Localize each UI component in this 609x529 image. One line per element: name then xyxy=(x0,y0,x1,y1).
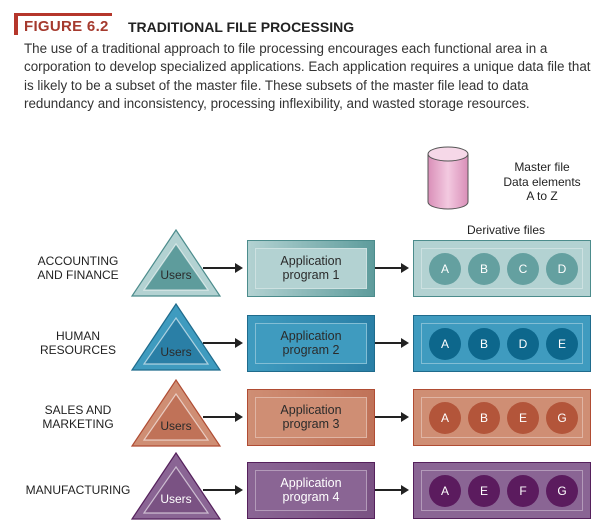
department-label: MANUFACTURING xyxy=(18,483,138,497)
application-program-label: Application program 1 xyxy=(248,254,374,282)
department-label-line: MANUFACTURING xyxy=(25,483,131,497)
application-label-line: program 1 xyxy=(282,268,340,282)
department-label-line: AND FINANCE xyxy=(37,268,119,282)
users-triangle-icon xyxy=(130,228,222,297)
users-triangle-icon xyxy=(130,302,222,371)
application-program-label: Application program 4 xyxy=(248,476,374,504)
data-element-f: F xyxy=(507,475,539,507)
department-label-line: SALES AND xyxy=(44,403,112,417)
arrow-icon xyxy=(203,485,243,495)
data-element-a: A xyxy=(429,253,461,285)
arrow-icon xyxy=(203,263,243,273)
master-file-line: A to Z xyxy=(526,189,558,203)
users-triangle-icon xyxy=(130,378,222,447)
data-element-d: D xyxy=(546,253,578,285)
arrow-icon xyxy=(375,263,409,273)
master-file-cylinder-icon xyxy=(427,146,469,210)
application-label-line: Application xyxy=(280,254,342,268)
arrow-icon xyxy=(375,338,409,348)
department-label-line: HUMAN xyxy=(56,329,100,343)
figure-caption: The use of a traditional approach to fil… xyxy=(24,41,591,111)
data-element-b: B xyxy=(468,402,500,434)
users-label: Users xyxy=(160,419,192,433)
application-label-line: program 4 xyxy=(282,490,340,504)
title-accent-bar-vertical xyxy=(14,13,18,35)
application-program-box: Application program 1 xyxy=(247,240,375,297)
data-element-a: A xyxy=(429,402,461,434)
master-file-label: Master file Data elements A to Z xyxy=(490,160,594,204)
figure-number: FIGURE 6.2 xyxy=(24,18,109,35)
data-element-e: E xyxy=(546,328,578,360)
arrow-icon xyxy=(203,338,243,348)
arrow-icon xyxy=(375,412,409,422)
data-element-a: A xyxy=(429,328,461,360)
data-element-d: D xyxy=(507,328,539,360)
users-label: Users xyxy=(160,492,192,506)
derivative-files-label: Derivative files xyxy=(466,223,546,237)
master-file-line: Data elements xyxy=(503,174,581,189)
box-bevel xyxy=(255,248,367,289)
data-element-b: B xyxy=(468,253,500,285)
application-program-label: Application program 2 xyxy=(248,329,374,357)
data-element-g: G xyxy=(546,402,578,434)
department-label-line: MARKETING xyxy=(42,417,114,431)
users-triangle-icon xyxy=(130,451,222,520)
application-program-box: Application program 3 xyxy=(247,389,375,446)
box-bevel xyxy=(255,323,367,364)
application-label-line: Application xyxy=(280,476,342,490)
application-label-line: Application xyxy=(280,329,342,343)
data-element-a: A xyxy=(429,475,461,507)
data-element-g: G xyxy=(546,475,578,507)
arrow-icon xyxy=(203,412,243,422)
master-file-line: Master file xyxy=(514,160,570,174)
application-label-line: program 2 xyxy=(282,343,340,357)
data-element-e: E xyxy=(507,402,539,434)
title-accent-bar xyxy=(14,13,112,16)
application-label-line: program 3 xyxy=(282,417,340,431)
box-bevel xyxy=(255,470,367,511)
users-label: Users xyxy=(160,345,192,359)
application-program-box: Application program 4 xyxy=(247,462,375,519)
data-element-e: E xyxy=(468,475,500,507)
department-label-line: ACCOUNTING xyxy=(37,254,119,268)
data-element-c: C xyxy=(507,253,539,285)
department-label-line: RESOURCES xyxy=(39,343,116,357)
data-element-b: B xyxy=(468,328,500,360)
figure-title: TRADITIONAL FILE PROCESSING xyxy=(128,19,355,35)
users-label: Users xyxy=(160,268,192,282)
application-program-box: Application program 2 xyxy=(247,315,375,372)
arrow-icon xyxy=(375,485,409,495)
application-program-label: Application program 3 xyxy=(248,403,374,431)
box-bevel xyxy=(255,397,367,438)
application-label-line: Application xyxy=(280,403,342,417)
